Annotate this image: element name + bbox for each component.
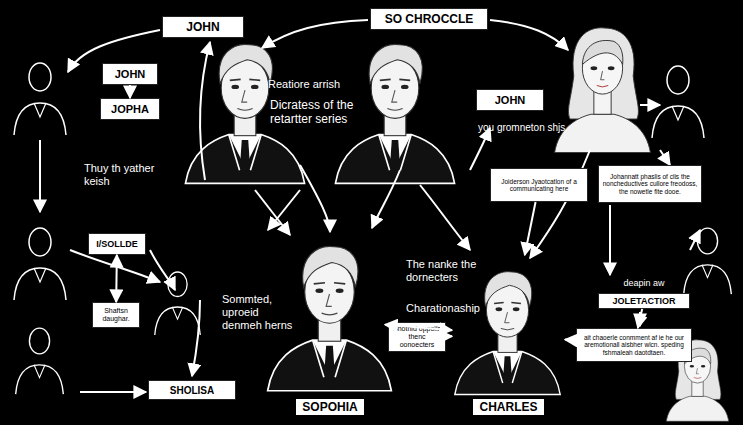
node-text: JOHN xyxy=(115,68,146,80)
node-text: SOPOHIA xyxy=(296,399,363,415)
node-text: I/SOLLDE xyxy=(96,239,138,249)
node-text: CHARLES xyxy=(473,399,543,415)
node-text: SO CHROCCLE xyxy=(385,12,474,26)
text-box: Snothid oppoils thenc oonoecters xyxy=(388,322,446,352)
connector-arrow xyxy=(115,255,118,302)
text-box: ait chaoerle conmment af ie he our aremo… xyxy=(576,328,692,362)
connector-arrow xyxy=(565,339,576,342)
node-text: ait chaoerle conmment af ie he our aremo… xyxy=(580,334,688,356)
free-label: Sommted, uproeid denmeh herns xyxy=(222,293,298,333)
text-box: JOPHA xyxy=(100,98,160,120)
free-label: Reatiore arrish xyxy=(268,78,358,91)
node-text: SHOLISA xyxy=(170,385,214,396)
node-text: JOPHA xyxy=(111,103,149,115)
node-text: Johannatt phaslis of clis the noncheduct… xyxy=(602,173,698,195)
text-box: SHOLISA xyxy=(148,380,236,400)
silhouette xyxy=(14,228,66,300)
connector-arrow xyxy=(446,335,452,337)
text-box: JOHN xyxy=(102,63,158,85)
text-box: Shaftsn daughar. xyxy=(92,302,140,328)
free-label: Dicratess of the retartter series xyxy=(270,98,360,127)
silhouette xyxy=(155,272,201,335)
portrait xyxy=(455,272,560,395)
connector-arrows xyxy=(40,20,700,392)
portrait-node: CHARLES xyxy=(452,255,565,415)
free-label: Thuy th yather keish xyxy=(84,162,156,188)
text-box: Joiderson Jyaotcatlon of a communicating… xyxy=(490,168,588,202)
free-label: Charationaship xyxy=(406,302,498,315)
silhouette xyxy=(16,328,64,394)
portrait xyxy=(555,28,651,153)
connector-arrow xyxy=(129,85,131,98)
node-text: Snothid oppoils thenc oonoecters xyxy=(392,325,442,349)
text-box: JOHN xyxy=(476,89,544,111)
text-box: JOHN xyxy=(162,16,244,38)
node-text: JOHN xyxy=(186,20,219,34)
node-text: JOHN xyxy=(495,94,526,106)
text-box: deapin awJOLETACTIOR xyxy=(598,293,690,309)
text-box: I/SOLLDE xyxy=(88,233,146,255)
silhouette xyxy=(652,66,704,138)
free-label: you gromneton shjs xyxy=(478,122,588,134)
node-text: JOLETACTIOR xyxy=(613,296,676,306)
text-box: SO CHROCCLE xyxy=(370,8,488,30)
portrait xyxy=(335,44,454,183)
silhouette xyxy=(14,63,66,135)
connector-arrow xyxy=(638,309,642,328)
silhouette xyxy=(684,228,732,294)
node-text: deapin aw xyxy=(599,278,689,288)
free-label: The nanke the dornecters xyxy=(406,258,488,284)
connector-arrow xyxy=(525,202,536,255)
portrait xyxy=(268,246,392,390)
node-text: Shaftsn daughar. xyxy=(96,307,136,323)
node-text: Joiderson Jyaotcatlon of a communicating… xyxy=(494,178,584,193)
text-box: Johannatt phaslis of clis the noncheduct… xyxy=(598,165,702,203)
